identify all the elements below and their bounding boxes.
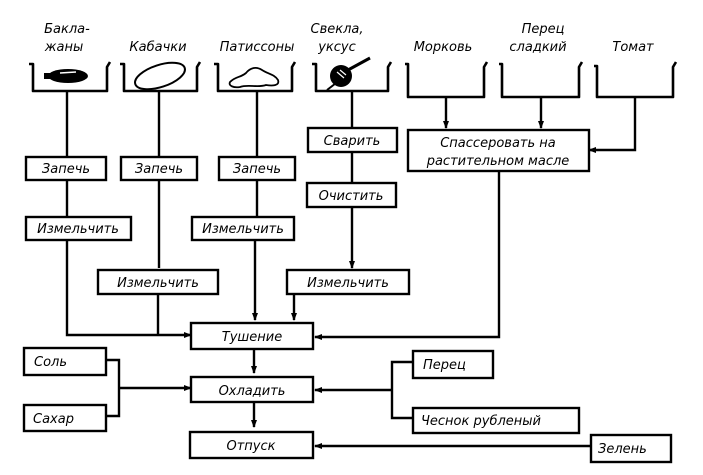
eggplant-icon <box>44 69 88 83</box>
step-saute: Спассеровать на растительном масле <box>406 128 591 173</box>
step-chop-beet: Измельчить <box>285 268 411 296</box>
step-label: Измельчить <box>117 276 199 291</box>
ingredient-label: Кабачки <box>129 40 186 55</box>
pattypan-squash-icon <box>228 66 280 89</box>
ingredient-pattypan: Патиссоны <box>214 40 297 93</box>
edge-salt-sugar-join <box>106 358 121 418</box>
ingredient-label: Перец <box>522 22 565 37</box>
step-label: Спассеровать на <box>440 136 556 151</box>
addition-label: Перец <box>423 358 466 373</box>
bowl-icon <box>120 61 202 93</box>
bowl-icon <box>594 61 678 99</box>
ingredient-eggplant: Баклa- жаны <box>29 22 112 93</box>
step-label: Отпуск <box>227 439 276 454</box>
step-label: Очистить <box>319 189 384 204</box>
ingredient-carrot: Морковь <box>405 40 489 99</box>
addition-label: Зелень <box>598 442 647 457</box>
bowl-icon <box>214 61 297 93</box>
step-label: растительном масле <box>426 154 570 169</box>
ingredient-label: Томат <box>612 40 654 55</box>
ingredient-beet: Свекла, уксус <box>311 22 393 93</box>
step-label: Измельчить <box>307 276 389 291</box>
edge-pepper-garlic-join <box>390 360 413 420</box>
addition-salt: Соль <box>22 346 108 377</box>
step-label: Сварить <box>324 134 381 149</box>
ingredient-label: Свекла, <box>311 22 364 37</box>
step-label: Охладить <box>219 384 286 399</box>
edge-chop-stew <box>65 240 192 338</box>
step-chop-pattypan: Измельчить <box>190 215 296 242</box>
step-stew: Тушение <box>189 321 315 351</box>
step-boil: Сварить <box>306 126 399 154</box>
zucchini-icon <box>134 61 186 91</box>
ingredient-zucchini: Кабачки <box>120 40 202 93</box>
ingredient-label: Морковь <box>414 40 473 55</box>
step-bake-zucchini: Запечь <box>119 155 199 182</box>
addition-label: Соль <box>34 355 67 370</box>
step-label: Запечь <box>42 162 90 177</box>
step-peel: Очистить <box>305 181 398 209</box>
ingredient-label: Патиссоны <box>220 40 295 55</box>
edge-saute-stew <box>314 171 501 340</box>
ingredient-label: Баклa- <box>44 22 90 37</box>
ingredient-label: уксус <box>317 40 356 55</box>
step-label: Запечь <box>135 162 183 177</box>
step-chop-eggplant: Измельчить <box>24 215 133 242</box>
addition-sugar: Сахар <box>22 403 108 433</box>
addition-garlic: Чеснок рубленый <box>411 406 581 435</box>
step-chop-zucchini: Измельчить <box>96 268 220 296</box>
addition-pepper: Перец <box>411 349 495 380</box>
ingredient-label: жаны <box>44 40 83 55</box>
beet-icon <box>326 56 371 91</box>
step-label: Запечь <box>233 162 281 177</box>
ingredient-label: сладкий <box>509 40 566 55</box>
ingredient-tomato: Томат <box>594 40 678 99</box>
step-bake-eggplant: Запечь <box>24 155 108 182</box>
step-label: Измельчить <box>37 222 119 237</box>
addition-label: Сахар <box>33 412 74 427</box>
edge-tomato-saute <box>588 97 637 153</box>
addition-label: Чеснок рубленый <box>421 414 541 429</box>
bowl-icon <box>499 61 584 99</box>
ingredient-sweet-pepper: Перец сладкий <box>499 22 584 99</box>
step-label: Измельчить <box>202 222 284 237</box>
bowl-icon <box>405 61 489 99</box>
step-label: Тушение <box>222 330 282 345</box>
step-serve: Отпуск <box>188 430 315 460</box>
step-cool: Охладить <box>189 375 315 404</box>
connectors <box>65 91 637 449</box>
bowl-icon <box>29 61 112 93</box>
addition-greens: Зелень <box>589 433 673 464</box>
step-bake-pattypan: Запечь <box>217 155 297 182</box>
